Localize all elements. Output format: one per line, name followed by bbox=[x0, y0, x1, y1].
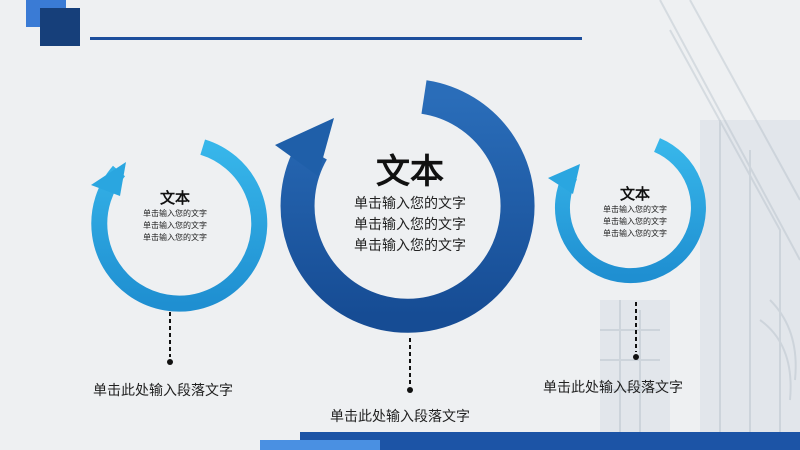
header-accent-square-dark bbox=[40, 8, 80, 46]
center-node-line: 单击输入您的文字 bbox=[354, 217, 466, 233]
left-circular-arrow bbox=[91, 139, 268, 312]
footer-accent bbox=[260, 440, 380, 450]
right-node-line: 单击输入您的文字 bbox=[603, 229, 667, 238]
right-circular-arrow bbox=[548, 138, 706, 284]
left-node-text: 文本 单击输入您的文字 单击输入您的文字 单击输入您的文字 bbox=[120, 188, 230, 244]
header-rule bbox=[90, 37, 582, 40]
right-caption[interactable]: 单击此处输入段落文字 bbox=[543, 380, 683, 396]
center-caption[interactable]: 单击此处输入段落文字 bbox=[330, 409, 470, 425]
center-node-line: 单击输入您的文字 bbox=[354, 196, 466, 212]
left-node-title: 文本 bbox=[159, 189, 190, 207]
right-node-line: 单击输入您的文字 bbox=[603, 205, 667, 214]
building-background-image bbox=[600, 0, 800, 440]
connector-left bbox=[167, 312, 173, 365]
left-caption[interactable]: 单击此处输入段落文字 bbox=[93, 383, 233, 399]
right-node-title: 文本 bbox=[619, 185, 650, 203]
right-node-line: 单击输入您的文字 bbox=[603, 217, 667, 226]
right-node-text: 文本 单击输入您的文字 单击输入您的文字 单击输入您的文字 bbox=[590, 184, 680, 240]
center-node-title: 文本 bbox=[376, 152, 444, 192]
connector-center bbox=[407, 338, 413, 393]
left-node-line: 单击输入您的文字 bbox=[143, 233, 207, 242]
connector-right bbox=[633, 302, 639, 360]
center-circular-arrow bbox=[275, 80, 535, 333]
left-node-line: 单击输入您的文字 bbox=[143, 221, 207, 230]
center-node-line: 单击输入您的文字 bbox=[354, 238, 466, 254]
center-node-text: 文本 单击输入您的文字 单击输入您的文字 单击输入您的文字 bbox=[330, 150, 490, 257]
footer-bar bbox=[300, 432, 800, 450]
left-node-line: 单击输入您的文字 bbox=[143, 209, 207, 218]
